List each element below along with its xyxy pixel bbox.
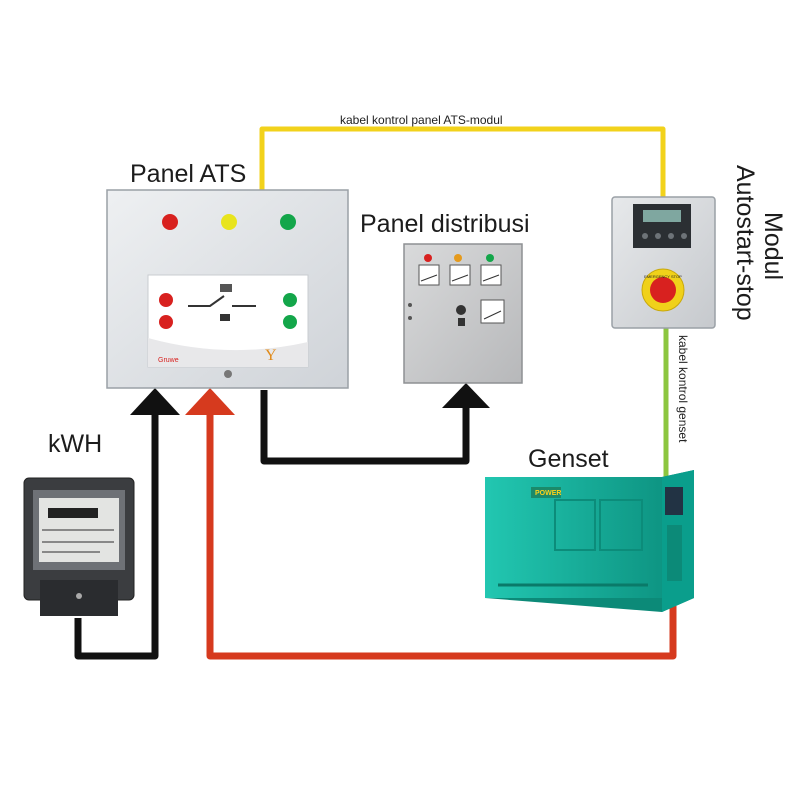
label-modul: Modul: [759, 212, 787, 281]
modul-autostart-device: EMERGENCY STOP: [611, 196, 716, 329]
wire-kwh-to-ats: [74, 412, 159, 660]
label-cable-genset: kabel kontrol genset: [676, 335, 690, 443]
kwh-meter-device: [23, 477, 135, 616]
control-cable-ats-modul: [259, 126, 666, 198]
lamp-red: [162, 214, 178, 230]
label-autostart-stop: Autostart-stop: [731, 165, 759, 321]
wire-ats-to-distribusi: [260, 390, 470, 465]
label-genset: Genset: [528, 445, 609, 473]
lamp-yellow: [221, 214, 237, 230]
genset-brand: POWER: [535, 490, 561, 497]
panel-distribusi-device: [403, 243, 523, 384]
panel-ats-device: Gruwe Y: [106, 189, 349, 389]
label-panel-distribusi: Panel distribusi: [360, 210, 530, 238]
arrowhead-ats-to-distribusi: [442, 383, 490, 408]
label-panel-ats: Panel ATS: [130, 160, 247, 188]
arrowhead-genset-to-ats: [185, 388, 235, 415]
emergency-stop-label: EMERGENCY STOP: [644, 274, 682, 279]
wire-genset-to-ats: [206, 410, 677, 660]
arrowhead-kwh-to-ats: [130, 388, 180, 415]
ats-brand: Gruwe: [158, 357, 179, 364]
lamp-green: [280, 214, 296, 230]
label-kwh: kWH: [48, 430, 103, 458]
transfer-switch-icon: [188, 295, 256, 307]
genset-device: POWER: [485, 470, 694, 612]
ats-logo-mark: Y: [265, 347, 277, 364]
label-cable-ats-modul: kabel kontrol panel ATS-modul: [340, 113, 503, 127]
